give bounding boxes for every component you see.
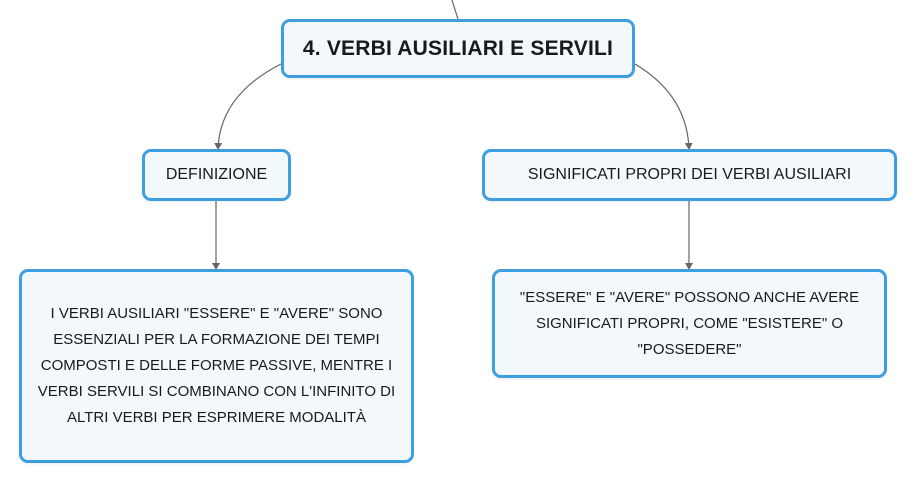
node-significati-propri[interactable]: SIGNIFICATI PROPRI DEI VERBI AUSILIARI xyxy=(482,149,897,201)
node-significati-propri-detail[interactable]: "ESSERE" E "AVERE" POSSONO ANCHE AVERE S… xyxy=(492,269,887,378)
node-significati-propri-label: SIGNIFICATI PROPRI DEI VERBI AUSILIARI xyxy=(527,166,852,183)
root-node-title: 4. VERBI AUSILIARI E SERVILI xyxy=(302,36,614,60)
node-definizione-label: DEFINIZIONE xyxy=(165,166,268,183)
connector-root-to-definizione xyxy=(214,63,282,150)
node-definizione[interactable]: DEFINIZIONE xyxy=(142,149,291,201)
node-definizione-detail-text: I VERBI AUSILIARI "ESSERE" E "AVERE" SON… xyxy=(37,305,396,426)
connector-root-to-significati xyxy=(634,63,693,150)
connector-parent-to-root xyxy=(451,0,459,20)
root-node[interactable]: 4. VERBI AUSILIARI E SERVILI xyxy=(281,19,635,78)
node-significati-propri-detail-text: "ESSERE" E "AVERE" POSSONO ANCHE AVERE S… xyxy=(519,288,860,358)
node-definizione-detail[interactable]: I VERBI AUSILIARI "ESSERE" E "AVERE" SON… xyxy=(19,269,414,463)
